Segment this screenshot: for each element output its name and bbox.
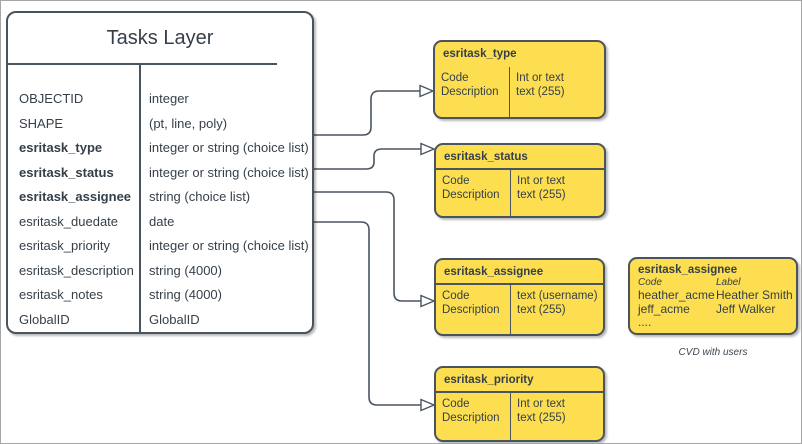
cvd-col-header-label: Label xyxy=(716,277,741,288)
domain-cell: Description xyxy=(442,188,500,201)
domain-cell: text (255) xyxy=(516,85,565,98)
field-name: esritask_notes xyxy=(19,287,103,302)
field-name: esritask_status xyxy=(19,164,114,180)
domain-cell: text (255) xyxy=(517,303,566,316)
domain-table-title: esritask_status xyxy=(436,145,604,170)
domain-cell: text (255) xyxy=(517,411,566,424)
domain-table-title: esritask_priority xyxy=(436,368,603,393)
field-row: esritask_notes string (4000) xyxy=(8,283,312,308)
domain-cell: Code xyxy=(442,290,470,302)
field-type: GlobalID xyxy=(149,311,200,327)
title-divider xyxy=(6,63,277,65)
field-name: esritask_description xyxy=(19,262,134,278)
field-name: esritask_type xyxy=(19,140,103,155)
field-row: esritask_assignee string (choice list) xyxy=(8,185,312,210)
connector-esritask-priority xyxy=(314,221,436,412)
field-name: esritask_assignee xyxy=(19,189,132,204)
field-type: integer or string (choice list) xyxy=(149,238,309,253)
open-arrow-icon xyxy=(420,294,436,308)
domain-table-title: esritask_assignee xyxy=(436,260,603,285)
cvd-column-headers: Code Label xyxy=(638,277,788,289)
domain-cell: Description xyxy=(442,411,500,424)
domain-cell: Code xyxy=(442,175,470,187)
field-row: esritask_description string (4000) xyxy=(8,259,312,284)
domain-table-esritask-status: esritask_status Code Description Int or … xyxy=(434,143,606,218)
field-name: SHAPE xyxy=(19,115,64,131)
field-row: esritask_priority integer or string (choi… xyxy=(8,234,312,259)
field-list: OBJECTID integer SHAPE (pt, line, poly) es… xyxy=(8,65,312,332)
field-type: (pt, line, poly) xyxy=(149,115,228,131)
cvd-caption: CVD with users xyxy=(678,347,748,358)
field-row: SHAPE (pt, line, poly) xyxy=(8,112,312,137)
domain-cell: Int or text xyxy=(516,72,564,84)
field-type: integer or string (choice list) xyxy=(149,140,309,155)
connector-esritask-status xyxy=(314,142,436,170)
field-type: integer xyxy=(149,91,189,106)
domain-cell: text (username) xyxy=(517,290,598,302)
cvd-label: Jeff Walker xyxy=(716,301,776,316)
domain-cell: Description xyxy=(442,303,500,316)
tasks-layer-title: Tasks Layer xyxy=(106,27,214,49)
domain-cell: Int or text xyxy=(517,398,565,410)
field-row: esritask_status integer or string (choice… xyxy=(8,161,312,186)
field-name: OBJECTID xyxy=(19,91,84,106)
open-arrow-icon xyxy=(420,398,436,412)
field-row: esritask_type integer or string (choice l… xyxy=(8,136,312,161)
domain-cell: text (255) xyxy=(517,188,566,201)
field-row: esritask_duedate date xyxy=(8,210,312,235)
column-divider xyxy=(139,63,141,332)
field-type: date xyxy=(149,213,175,229)
domain-cell: Int or text xyxy=(517,175,565,187)
field-type: string (choice list) xyxy=(149,189,251,204)
cvd-assignee-box: esritask_assignee Code Label heather_acm… xyxy=(628,257,798,335)
connector-esritask-type xyxy=(314,84,435,136)
open-arrow-icon xyxy=(419,84,435,98)
cvd-label: Heather Smith xyxy=(716,288,793,302)
field-type: integer or string (choice list) xyxy=(149,164,309,180)
field-type: string (4000) xyxy=(149,262,222,278)
cvd-row: jeff_acme Jeff Walker xyxy=(638,301,788,317)
cvd-code: heather_acme xyxy=(638,288,715,302)
field-name: GlobalID xyxy=(19,311,70,327)
open-arrow-icon xyxy=(420,142,436,156)
domain-cell: Code xyxy=(441,72,469,84)
cvd-title: esritask_assignee xyxy=(638,264,738,276)
cvd-code: jeff_acme xyxy=(638,301,690,316)
field-name: esritask_duedate xyxy=(19,213,119,229)
cvd-col-header-code: Code xyxy=(638,277,662,288)
domain-table-esritask-type: esritask_type Code Description Int or te… xyxy=(433,40,606,119)
domain-cell: Code xyxy=(442,398,470,410)
field-type: string (4000) xyxy=(149,287,222,302)
field-row: GlobalID GlobalID xyxy=(8,308,312,333)
field-row: OBJECTID integer xyxy=(8,87,312,112)
domain-table-esritask-priority: esritask_priority Code Description Int o… xyxy=(434,366,605,442)
cvd-ellipsis: .... xyxy=(638,315,652,329)
cvd-row: heather_acme Heather Smith xyxy=(638,288,793,303)
connector-esritask-assignee xyxy=(314,191,436,308)
domain-table-title: esritask_type xyxy=(443,48,517,60)
tasks-layer-box: Tasks Layer OBJECTID integer SHAPE (pt, li… xyxy=(6,11,314,334)
field-name: esritask_priority xyxy=(19,238,111,253)
domain-cell: Description xyxy=(441,85,499,98)
domain-table-esritask-assignee: esritask_assignee Code Description text … xyxy=(434,258,605,336)
